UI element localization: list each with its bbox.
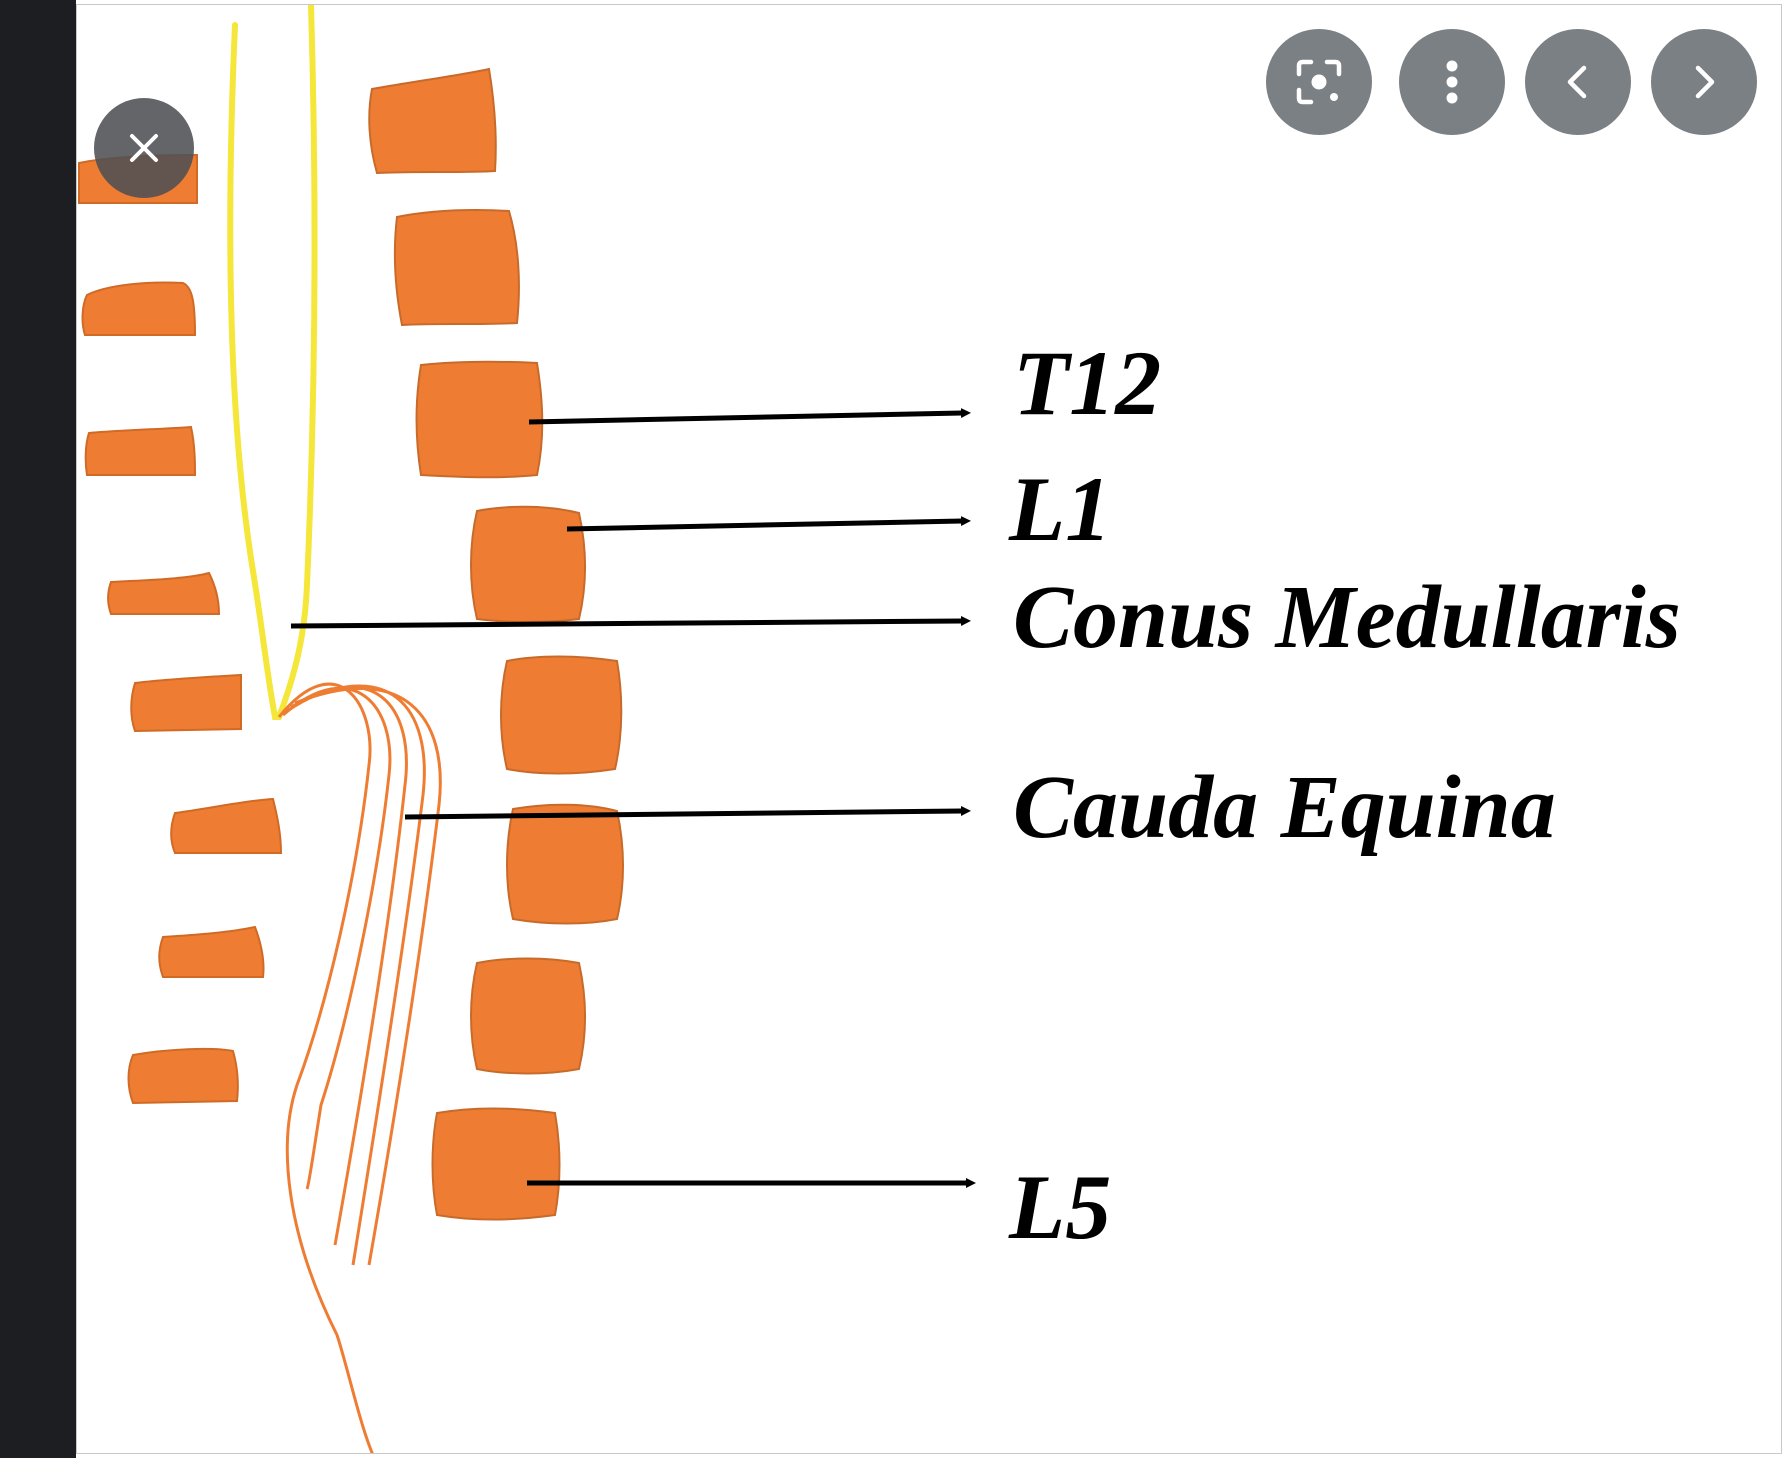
label-arrows (290, 408, 976, 1188)
vertebral-body (415, 360, 544, 479)
vertebral-body (506, 803, 624, 925)
vertebral-body (393, 209, 520, 327)
spinal-cord (227, 5, 318, 720)
more-vert-icon (1446, 60, 1458, 104)
chevron-right-icon (1695, 65, 1715, 99)
label-conus-medullaris: Conus Medullaris (1013, 568, 1681, 667)
visual-search-button[interactable] (1266, 29, 1372, 135)
posterior-process (158, 925, 265, 978)
vertebral-body (500, 655, 623, 775)
vertebral-body (470, 505, 586, 623)
posterior-processes (78, 153, 283, 1105)
vertebral-body (368, 67, 497, 175)
dark-side-panel (0, 0, 76, 1458)
close-button[interactable] (94, 98, 194, 198)
arrow-l1 (566, 516, 971, 532)
chevron-left-icon (1567, 65, 1587, 99)
vertebral-bodies (368, 67, 624, 1221)
posterior-process (170, 797, 283, 854)
cauda-equina-roots (277, 682, 442, 1453)
arrow-cauda (404, 806, 971, 820)
vertebral-body (431, 1107, 561, 1221)
image-preview: T12 L1 Conus Medullaris Cauda Equina L5 (76, 4, 1782, 1454)
posterior-process (127, 1047, 239, 1105)
close-icon (130, 134, 158, 162)
previous-image-button[interactable] (1525, 29, 1631, 135)
posterior-process (81, 281, 197, 336)
label-cauda-equina: Cauda Equina (1013, 758, 1556, 857)
arrow-conus (290, 616, 971, 629)
spine-diagram (78, 5, 976, 1453)
more-options-button[interactable] (1399, 29, 1505, 135)
arrow-t12 (528, 408, 971, 425)
label-l1: L1 (1009, 458, 1112, 560)
posterior-process (130, 673, 242, 733)
visual-search-icon (1296, 59, 1342, 105)
label-t12: T12 (1013, 332, 1162, 434)
next-image-button[interactable] (1651, 29, 1757, 135)
posterior-process (107, 571, 221, 615)
label-l5: L5 (1009, 1156, 1112, 1258)
vertebral-body (470, 957, 586, 1075)
posterior-process (84, 425, 197, 476)
